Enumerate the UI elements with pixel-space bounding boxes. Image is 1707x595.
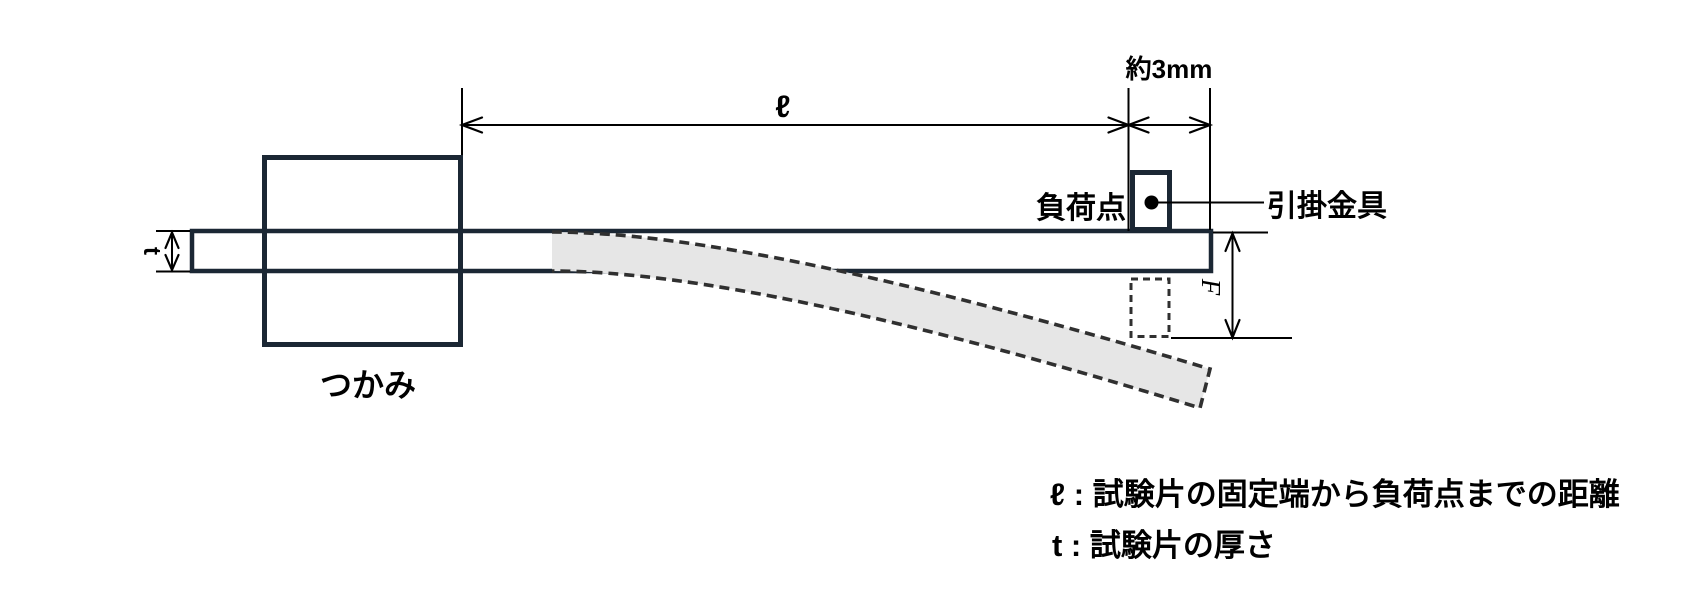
hook-fitting (1130, 170, 1172, 232)
thickness-arrow-up-icon (164, 229, 180, 250)
thickness-symbol-label: t (138, 247, 165, 255)
legend-line-thickness: t : 試験片の厚さ (1052, 528, 1276, 563)
deflection-arrow-up-icon (1224, 230, 1241, 253)
gap-arrow-right-icon (1188, 116, 1214, 134)
gap-dimension-label: 約3mm (1125, 54, 1213, 84)
load-point-label: 負荷点 (1036, 192, 1126, 225)
deflected-specimen-fill (552, 232, 1210, 408)
grip-clamp-block (262, 155, 463, 347)
gap-arrow-left-icon (1125, 116, 1150, 134)
load-point-dot (1144, 195, 1159, 210)
thickness-arrow-down-icon (164, 253, 180, 273)
deflection-arrow-down-icon (1224, 318, 1241, 341)
legend-line-span: ℓ : 試験片の固定端から負荷点までの距離 (1050, 477, 1620, 512)
span-symbol-label: ℓ (775, 89, 790, 124)
span-arrow-left-icon (458, 116, 484, 134)
deflection-symbol-label: F (1196, 278, 1226, 296)
hook-fitting-ghost (1129, 277, 1171, 338)
deflected-specimen-outline (551, 230, 1213, 411)
hook-fitting-label: 引掛金具 (1267, 190, 1387, 223)
grip-label: つかみ (320, 367, 416, 403)
